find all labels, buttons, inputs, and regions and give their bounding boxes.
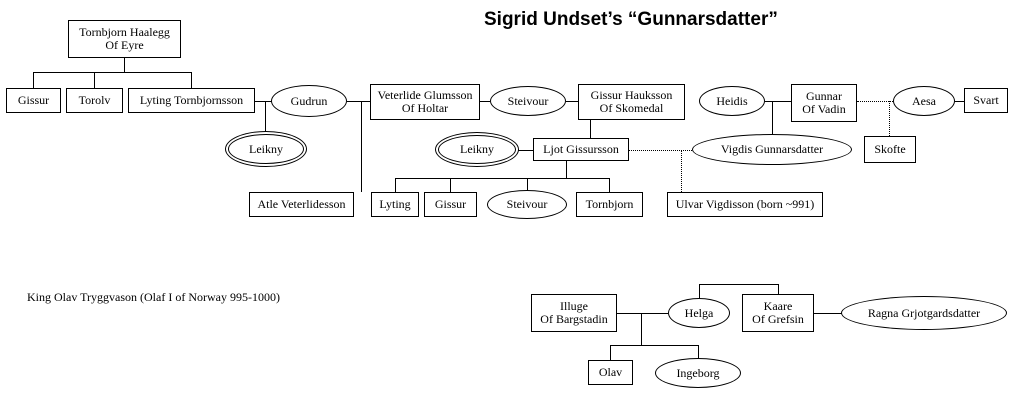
node-gudrun[interactable]: Gudrun [271,85,347,117]
node-helga[interactable]: Helga [668,298,730,328]
connector-vigdis-up [772,101,773,149]
connector-lyting-gudrun [255,101,272,102]
node-gissur_hauksson[interactable]: Gissur Hauksson Of Skomedal [578,84,685,120]
king-olav-note: King Olav Tryggvason (Olaf I of Norway 9… [27,290,280,304]
connector-ljot-up [590,120,591,138]
node-leikny_1[interactable]: Leikny [228,134,304,164]
node-skofte[interactable]: Skofte [864,136,916,163]
connector-aesa-svart [955,101,964,102]
connector-tornbjorn2-up [609,178,610,192]
connector-lyting-up [191,72,192,88]
node-lyting_2[interactable]: Lyting [371,192,419,217]
node-vigdis_gunnarsdatter[interactable]: Vigdis Gunnarsdatter [692,134,852,165]
connector-ulvar-dotted [681,150,682,192]
node-leikny_2[interactable]: Leikny [438,135,516,164]
connector-steivour2-up [527,178,528,190]
node-ulvar_vigdisson[interactable]: Ulvar Vigdisson (born ~991) [667,192,823,217]
connector-gudrun-veterlide [347,101,371,102]
node-kaare_of_grefsin[interactable]: Kaare Of Grefsin [742,294,814,332]
connector-olav-up [610,345,611,360]
connector-lyting2-up [395,178,396,192]
node-veterlide_glumsson[interactable]: Veterlide Glumsson Of Holtar [370,84,480,120]
node-aesa[interactable]: Aesa [893,86,955,116]
node-illuge_of_bargstadin[interactable]: Illuge Of Bargstadin [531,294,617,332]
connector-ingeborg-up [698,345,699,358]
node-heidis[interactable]: Heidis [699,86,765,116]
connector-torolv-up [94,72,95,88]
page-title: Sigrid Undset’s “Gunnarsdatter” [484,9,778,30]
connector-tornbjorn-down [124,58,125,72]
node-olav[interactable]: Olav [588,360,633,385]
connector-leikny2-ljot [516,150,533,151]
connector-atle-up [361,101,362,192]
connector-skofte-dotted [889,101,890,136]
connector-steivour-gissur [566,101,578,102]
connector-heidis-gunnar [765,101,791,102]
node-gunnar_of_vadin[interactable]: Gunnar Of Vadin [791,84,857,122]
connector-illuge-children-down [641,313,642,345]
node-svart[interactable]: Svart [964,88,1008,113]
connector-ljot-children-down [566,161,567,178]
node-tornbjorn_haalegg[interactable]: Tornbjorn Haalegg Of Eyre [68,20,181,58]
connector-gunnar-aesa-dotted [857,101,893,102]
connector-sibling-bar-2 [395,178,610,179]
node-tornbjorn_2[interactable]: Tornbjorn [576,192,643,217]
node-ragna_grjotgardsdatter[interactable]: Ragna Grjotgardsdatter [841,296,1007,330]
connector-veterlide-steivour [480,101,490,102]
connector-gissur1-up [33,72,34,88]
connector-sibling-bar-4 [610,345,698,346]
node-gissur_2[interactable]: Gissur [424,192,477,217]
connector-kaare-ragna [814,313,843,314]
node-steivour_2[interactable]: Steivour [487,190,567,219]
node-steivour_1[interactable]: Steivour [490,86,566,116]
node-lyting_tornbjornsson[interactable]: Lyting Tornbjornsson [128,88,255,113]
connector-gissur2-up [450,178,451,192]
node-torolv[interactable]: Torolv [66,88,123,113]
connector-helga-up [699,284,700,298]
node-ingeborg[interactable]: Ingeborg [655,358,741,388]
connector-ljot-vigdis-dotted [629,150,692,151]
connector-kaare-up [778,284,779,294]
connector-sibling-bar-1 [33,72,192,73]
connector-leikny1-up [265,101,266,134]
node-atle_veterlidesson[interactable]: Atle Veterlidesson [249,192,354,217]
node-ljot_gissursson[interactable]: Ljot Gissursson [533,138,629,161]
connector-sibling-bar-3 [699,284,778,285]
connector-illuge-helga [617,313,668,314]
node-gissur_1[interactable]: Gissur [6,88,61,113]
